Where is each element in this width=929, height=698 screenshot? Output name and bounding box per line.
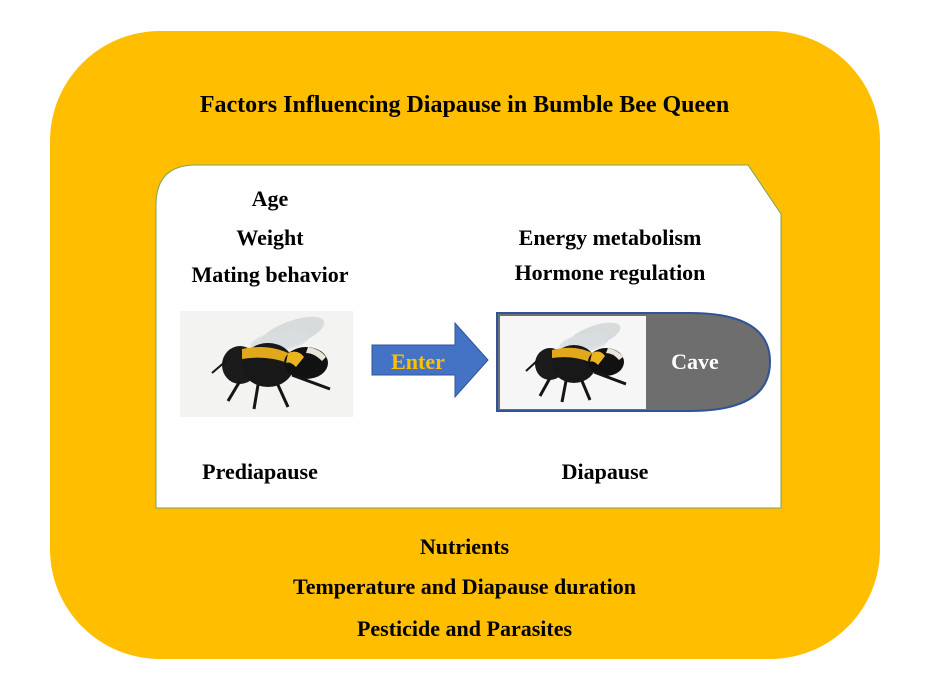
factor-nutrients: Nutrients xyxy=(419,534,510,559)
factor-pesticide-parasites: Pesticide and Parasites xyxy=(356,616,573,641)
cave-label: Cave xyxy=(671,349,719,374)
factor-age: Age xyxy=(251,186,289,211)
inner-panel xyxy=(155,164,782,509)
bumble-bee-image xyxy=(500,316,646,409)
enter-arrow xyxy=(371,321,489,399)
diapause-label: Diapause xyxy=(561,459,649,484)
factor-mating-behavior: Mating behavior xyxy=(191,262,349,287)
diagram-title: Factors Influencing Diapause in Bumble B… xyxy=(199,92,730,118)
factor-hormone-regulation: Hormone regulation xyxy=(514,260,706,285)
prediapause-label: Prediapause xyxy=(202,459,318,484)
bumble-bee-image xyxy=(180,311,353,417)
factor-temperature-duration: Temperature and Diapause duration xyxy=(293,574,636,599)
factor-energy-metabolism: Energy metabolism xyxy=(518,225,702,250)
factor-weight: Weight xyxy=(236,225,304,250)
enter-arrow-label: Enter xyxy=(391,349,445,374)
